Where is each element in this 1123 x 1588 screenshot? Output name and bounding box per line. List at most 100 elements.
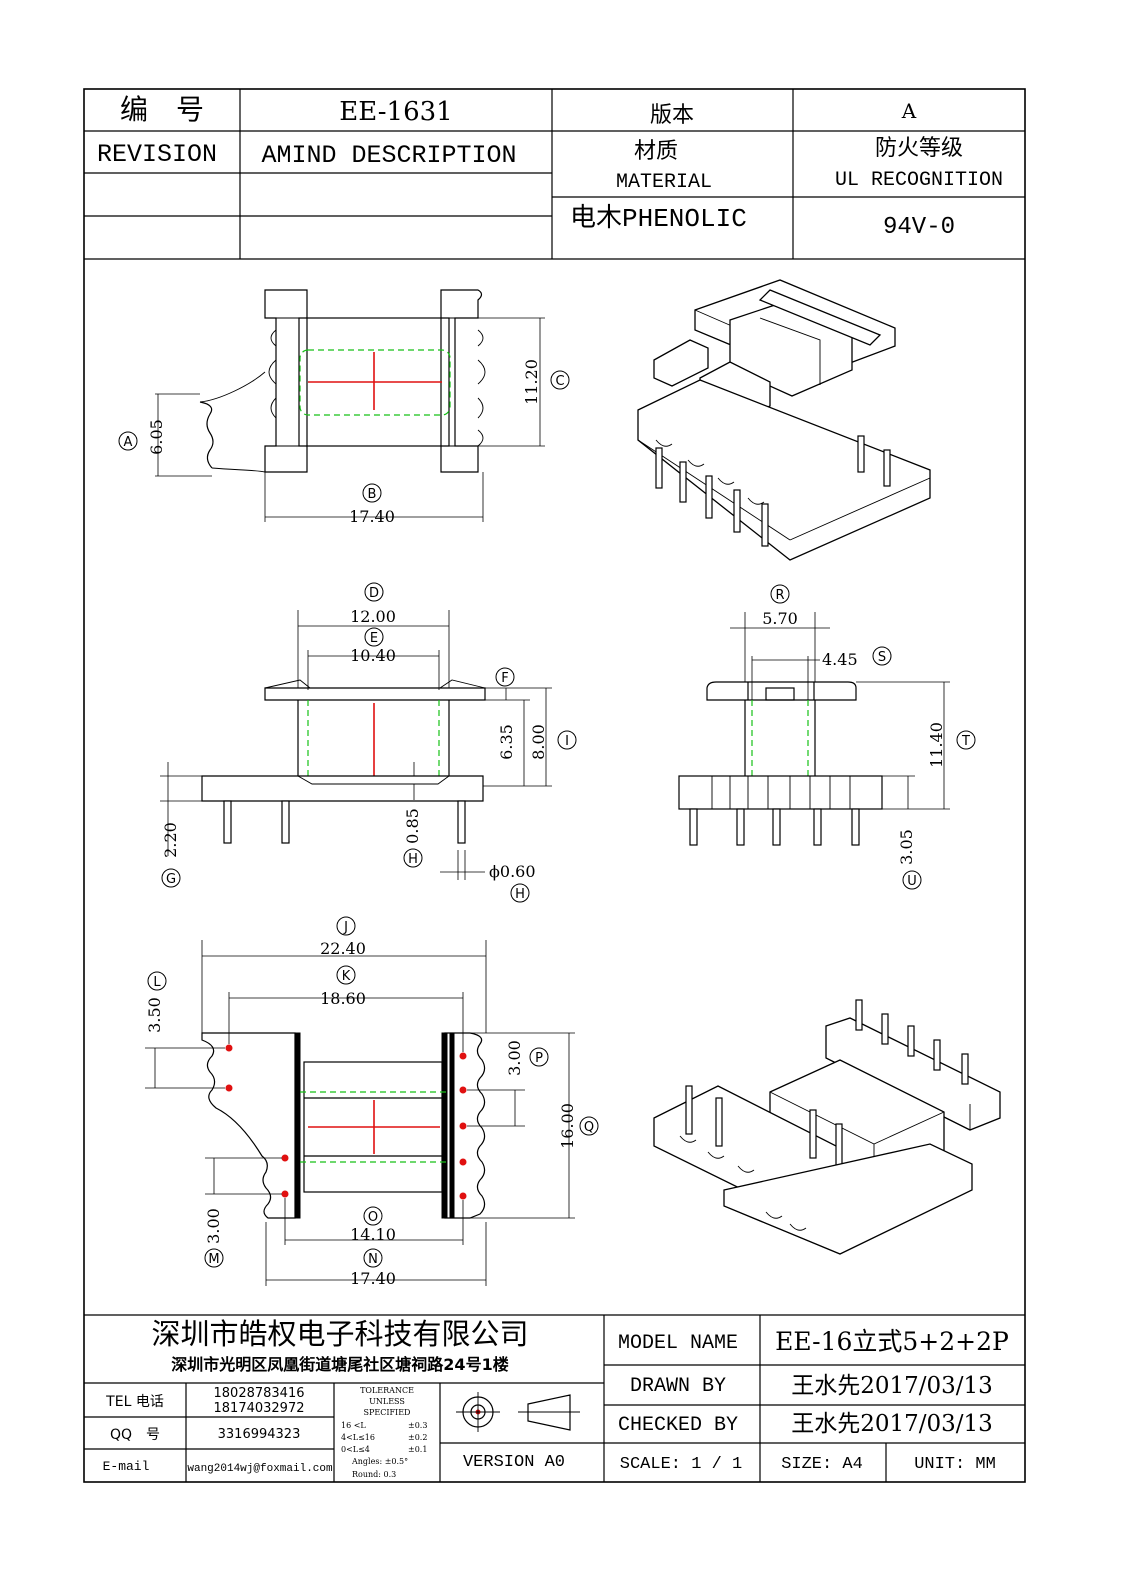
dim-a-value: 6.05 — [147, 419, 166, 455]
isometric-view-top — [637, 279, 931, 561]
tol-row-2-value: ±0.2 — [408, 1433, 427, 1442]
letter-r: R — [770, 584, 790, 604]
tolerance-line-1: TOLERANCE — [360, 1386, 414, 1395]
tol-row-1-range: 16 <L — [341, 1421, 366, 1430]
scale-label: SCALE: 1 / 1 — [620, 1455, 742, 1474]
unit-label: UNIT: MM — [914, 1455, 996, 1474]
letter-d: D — [364, 582, 384, 602]
svg-text:A: A — [124, 435, 133, 450]
dim-o-value: 14.10 — [350, 1225, 396, 1244]
dim-p-value: 3.00 — [505, 1040, 524, 1076]
svg-text:T: T — [961, 734, 970, 749]
svg-text:E: E — [370, 631, 378, 646]
dim-c-value: 11.20 — [522, 359, 541, 405]
qq-value: 3316994323 — [218, 1427, 301, 1442]
projection-symbol-icon — [456, 1392, 580, 1432]
bottom-view: 22.40 18.60 3.50 3.00 16.00 14.10 17.40 — [145, 939, 577, 1288]
svg-text:H: H — [408, 852, 418, 867]
top-view: 6.05 17.40 11.20 — [147, 289, 545, 526]
dimension-letters: A B C D E F I G H H R S T U J K L P Q O … — [118, 370, 976, 1268]
svg-text:M: M — [208, 1252, 219, 1267]
model-name-value: EE-16立式5+2+2P — [775, 1327, 1009, 1356]
dim-e-value: 10.40 — [350, 646, 396, 665]
dim-u-value: 3.05 — [897, 829, 916, 865]
svg-text:D: D — [369, 586, 379, 601]
svg-text:P: P — [535, 1051, 543, 1066]
code-label: 编 号 — [120, 93, 204, 126]
letter-q: Q — [579, 1116, 599, 1136]
dim-n-value: 17.40 — [350, 1269, 396, 1288]
amind-description-label: AMIND DESCRIPTION — [261, 141, 516, 170]
letter-j: J — [336, 916, 356, 936]
dim-b-value: 17.40 — [349, 507, 395, 526]
letter-g: G — [161, 868, 181, 888]
version-label: 版本 — [650, 103, 694, 128]
tolerance-line-3: SPECIFIED — [364, 1408, 411, 1417]
dim-i-value: 8.00 — [529, 724, 548, 760]
dim-r-value: 5.70 — [762, 609, 798, 628]
code-value: EE-1631 — [339, 97, 452, 127]
svg-text:K: K — [342, 969, 351, 984]
letter-c: C — [550, 370, 570, 390]
material-label-en: MATERIAL — [616, 171, 712, 194]
letter-p: P — [529, 1047, 549, 1067]
dim-q-value: 16.00 — [558, 1103, 577, 1149]
svg-text:Q: Q — [584, 1120, 594, 1135]
svg-text:S: S — [878, 650, 886, 665]
header-title-block: 编 号 EE-1631 版本 A REVISION AMIND DESCRIPT… — [84, 89, 1025, 260]
letter-a: A — [118, 431, 138, 451]
svg-text:L: L — [153, 975, 161, 990]
letter-i: I — [557, 730, 577, 750]
svg-text:U: U — [907, 874, 917, 889]
dim-k-value: 18.60 — [320, 989, 366, 1008]
letter-h-2: H — [510, 883, 530, 903]
tel-2: 18174032972 — [214, 1401, 305, 1416]
dim-h-value: 0.85 — [403, 808, 422, 844]
letter-h-1: H — [403, 848, 423, 868]
fire-rating-label-cn: 防火等级 — [875, 136, 963, 161]
tol-row-1-value: ±0.3 — [408, 1421, 427, 1430]
letter-f: F — [495, 667, 515, 687]
footer-title-block: 深圳市皓权电子科技有限公司 深圳市光明区凤凰街道塘尾社区塘祠路24号1楼 TEL… — [84, 1314, 1025, 1482]
drawn-by-label: DRAWN BY — [630, 1375, 726, 1398]
letter-s: S — [872, 646, 892, 666]
svg-text:F: F — [501, 671, 508, 686]
letter-t: T — [956, 730, 976, 750]
dim-s-value: 4.45 — [822, 650, 858, 669]
drawing-border — [83, 88, 1026, 1483]
fire-rating-value: 94V-0 — [883, 214, 955, 241]
svg-text:N: N — [368, 1252, 378, 1267]
front-view: 12.00 10.40 6.35 8.00 2.20 0.85 ϕ0.60 — [160, 607, 552, 881]
size-label: SIZE: A4 — [781, 1455, 863, 1474]
svg-text:O: O — [368, 1210, 378, 1225]
email-value: wang2014wj@foxmail.com — [187, 1463, 333, 1475]
tel-label: TEL 电话 — [105, 1394, 164, 1410]
letter-o: O — [363, 1206, 383, 1226]
dim-f-value: 6.35 — [497, 724, 516, 760]
material-label-cn: 材质 — [634, 139, 678, 164]
tol-angles: Angles: ±0.5° — [351, 1457, 408, 1466]
tolerance-line-2: UNLESS — [369, 1397, 405, 1406]
version-value: A — [901, 99, 917, 123]
svg-text:J: J — [343, 920, 348, 935]
fire-rating-label-en: UL RECOGNITION — [835, 169, 1003, 192]
svg-text:H: H — [515, 887, 525, 902]
dim-l-value: 3.50 — [145, 997, 164, 1033]
tol-round: Round: 0.3 — [352, 1470, 396, 1479]
dim-j-value: 22.40 — [320, 939, 366, 958]
isometric-view-bottom — [653, 999, 1001, 1255]
email-label: E-mail — [103, 1459, 150, 1474]
svg-text:B: B — [368, 487, 377, 502]
dim-m-value: 3.00 — [204, 1208, 223, 1244]
company-address: 深圳市光明区凤凰街道塘尾社区塘祠路24号1楼 — [171, 1355, 508, 1374]
checked-by-value: 王水先2017/03/13 — [791, 1411, 993, 1437]
tel-1: 18028783416 — [214, 1386, 305, 1401]
revision-label: REVISION — [97, 140, 217, 169]
dim-d-value: 12.00 — [350, 607, 396, 626]
version-a0: VERSION A0 — [463, 1453, 565, 1472]
tol-row-3-value: ±0.1 — [408, 1445, 427, 1454]
letter-b: B — [362, 483, 382, 503]
drawn-by-value: 王水先2017/03/13 — [791, 1373, 993, 1399]
dim-t-value: 11.40 — [927, 722, 946, 768]
